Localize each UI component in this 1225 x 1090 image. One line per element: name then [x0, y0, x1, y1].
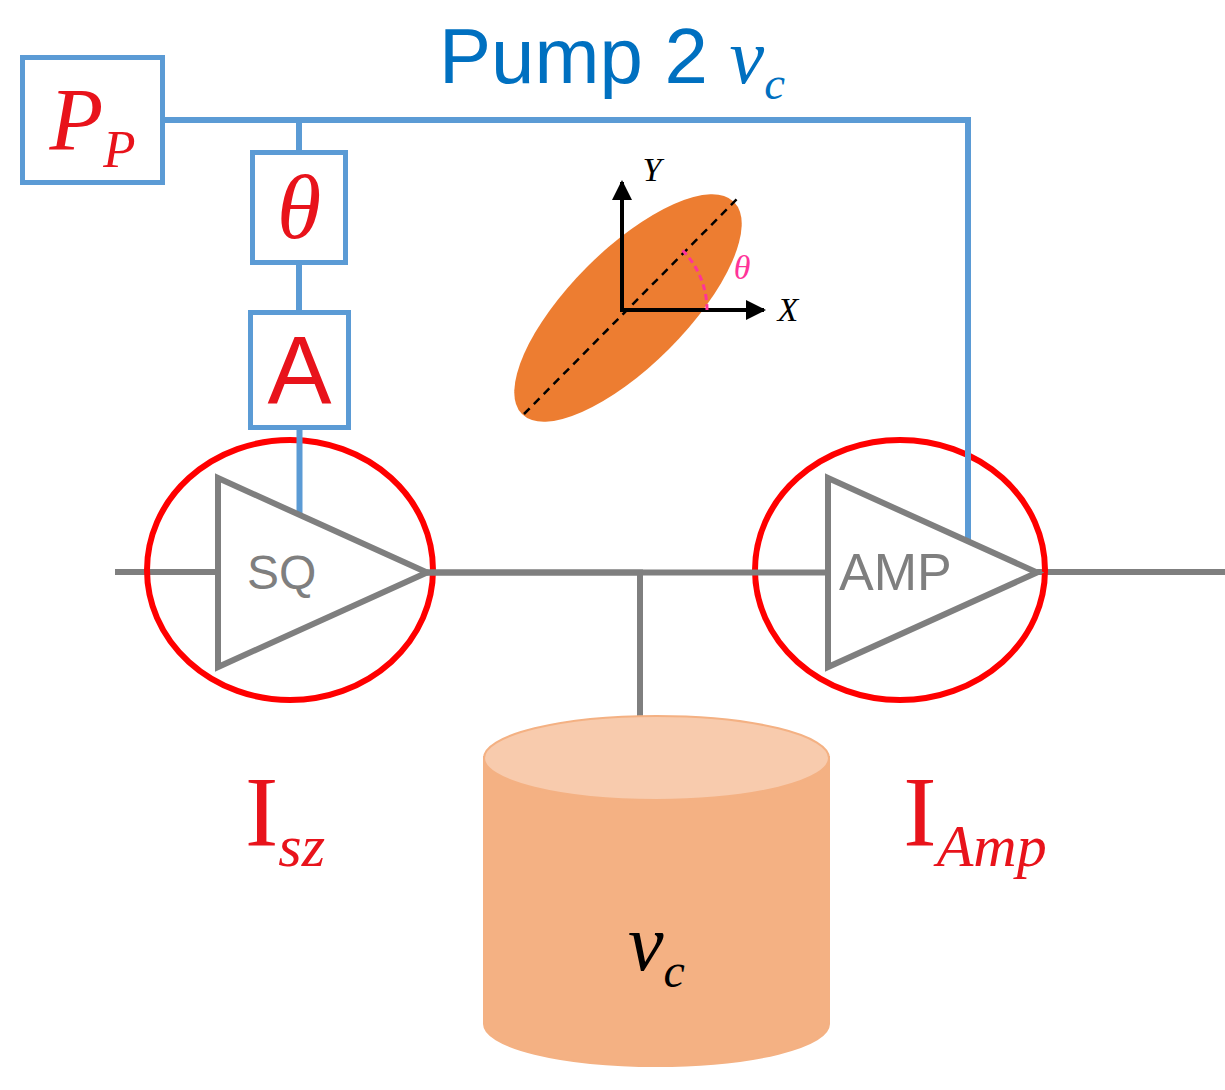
cylinder-outline	[483, 715, 830, 1067]
node-text: AMP	[839, 546, 952, 599]
text-part: AMP	[839, 543, 952, 601]
squeezed-ellipse	[481, 161, 775, 455]
node-text: SQ	[247, 549, 316, 597]
pump-label: Pump 2 νc	[439, 14, 785, 100]
readout-amplifier: AMP	[825, 475, 1040, 670]
text-part: Amp	[937, 813, 1047, 879]
connector-line	[427, 573, 640, 718]
text-part: P	[49, 71, 103, 168]
text-part: θ	[734, 249, 751, 286]
connector-line	[165, 120, 299, 150]
ellipse-axis	[524, 198, 738, 414]
node-text: θ	[277, 163, 321, 253]
text-part: I	[245, 756, 278, 867]
text-part: A	[267, 316, 331, 423]
output-wire	[1037, 569, 1225, 575]
axis-label: Y	[643, 151, 662, 188]
text-part: Pump 2	[439, 12, 729, 100]
text-part: SQ	[247, 546, 316, 599]
attenuator-box: A	[248, 310, 351, 430]
squeezer-highlight	[147, 440, 433, 700]
connector-line	[296, 265, 302, 310]
connector-line	[297, 430, 303, 515]
text-part: θ	[277, 158, 321, 257]
triangle-shape	[218, 478, 427, 667]
current-label: Isz	[245, 757, 325, 867]
y-axis	[620, 182, 624, 312]
text-part: ν	[730, 13, 765, 100]
text-part: ν	[628, 899, 664, 987]
triangle-shape	[828, 478, 1037, 667]
node-text: A	[267, 322, 331, 419]
text-part: c	[764, 57, 785, 109]
phase-shifter-box: θ	[250, 150, 348, 265]
pump-power-box: PP	[20, 55, 165, 185]
text-part: P	[103, 120, 135, 178]
cylinder-top	[484, 716, 829, 800]
text-part: c	[664, 944, 685, 997]
text-part: sz	[278, 813, 325, 879]
axis-label: X	[778, 291, 799, 328]
current-label: IAmp	[903, 757, 1046, 867]
input-wire	[115, 569, 218, 575]
text-part: Y	[643, 151, 662, 188]
connector-line	[165, 120, 968, 541]
text-part: X	[778, 291, 799, 328]
angle-arc	[682, 250, 707, 310]
angle-label: θ	[734, 249, 751, 286]
text-part: I	[903, 756, 936, 867]
node-text: PP	[49, 76, 135, 164]
cylinder-body	[484, 757, 829, 1066]
node-text: νc	[628, 903, 685, 983]
x-axis	[620, 308, 764, 312]
cavity: νc	[483, 715, 830, 1067]
squeezer-amplifier: SQ	[215, 475, 430, 670]
